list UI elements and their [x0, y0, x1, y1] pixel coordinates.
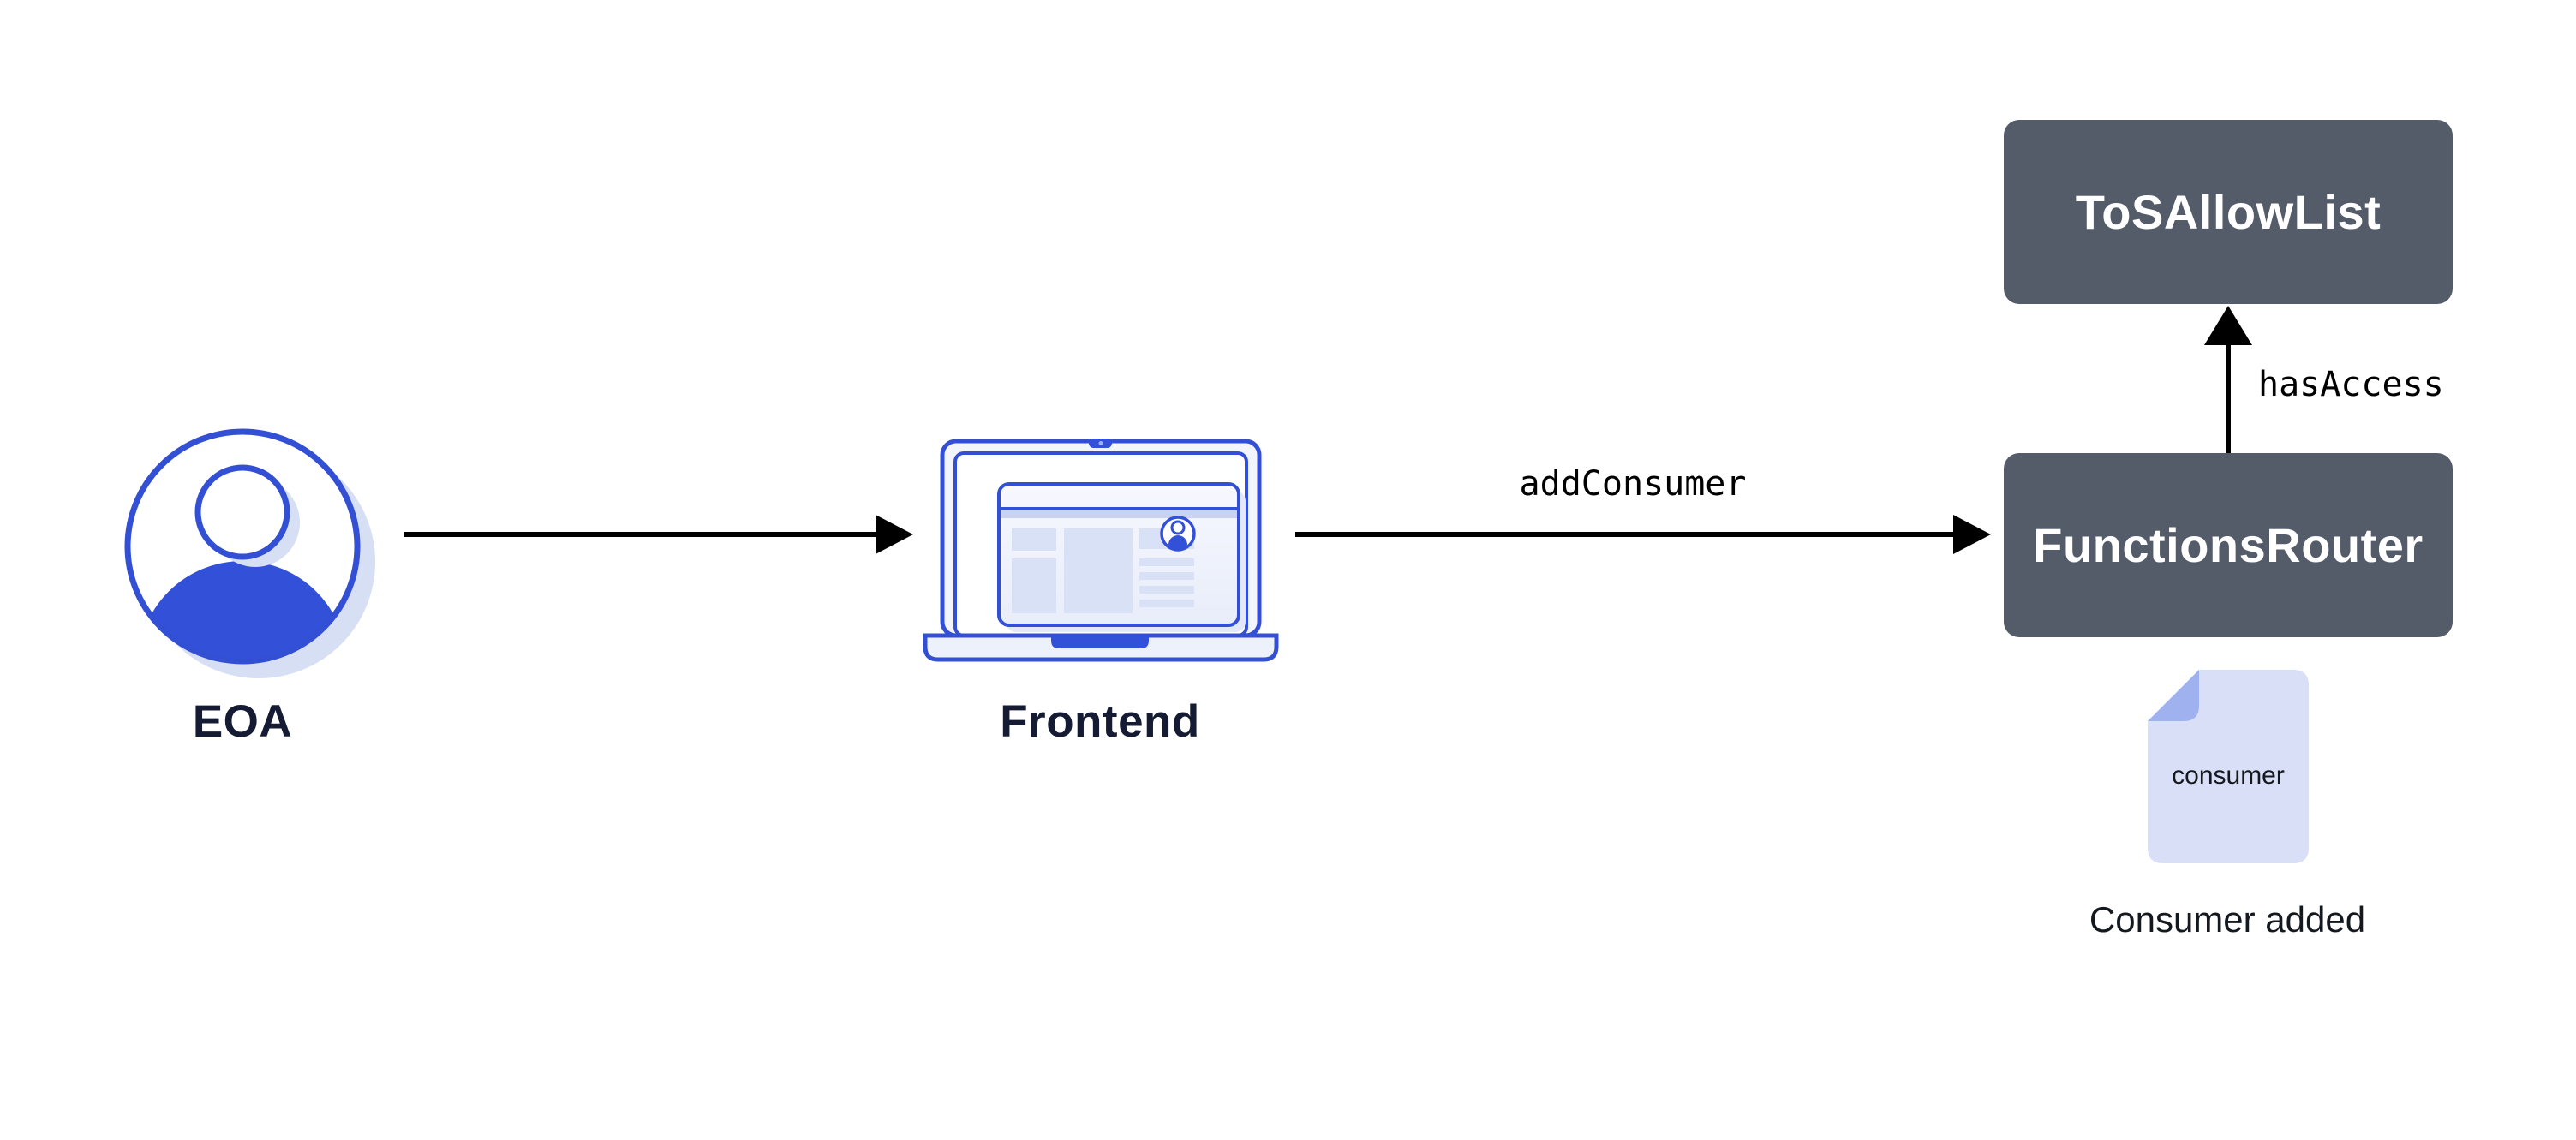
functions-router-label: FunctionsRouter	[2033, 518, 2424, 572]
node-functions-router: FunctionsRouter	[2004, 453, 2453, 637]
document-icon: consumer	[2148, 670, 2309, 863]
frontend-node-label: Frontend	[1000, 696, 1200, 747]
edge-label-hasaccess: hasAccess	[2258, 365, 2444, 404]
arrow-frontend-to-router-head-icon	[1953, 515, 1991, 554]
tos-allow-list-label: ToSAllowList	[2075, 185, 2382, 239]
eoa-node-label: EOA	[192, 696, 293, 747]
arrow-eoa-to-frontend-head-icon	[876, 515, 913, 554]
eoa-avatar-icon	[124, 428, 375, 678]
arrow-eoa-to-frontend-line	[404, 532, 877, 537]
node-tos-allow-list: ToSAllowList	[2004, 120, 2453, 304]
arrow-router-to-allowlist-line	[2226, 343, 2231, 455]
laptop-icon	[923, 439, 1279, 662]
arrow-frontend-to-router-line	[1295, 532, 1955, 537]
edge-label-addconsumer: addConsumer	[1519, 464, 1747, 504]
document-text: consumer	[2172, 761, 2285, 790]
browser-avatar-icon	[1160, 516, 1196, 552]
arrow-router-to-allowlist-head-icon	[2204, 306, 2252, 345]
document-caption: Consumer added	[2089, 899, 2366, 940]
